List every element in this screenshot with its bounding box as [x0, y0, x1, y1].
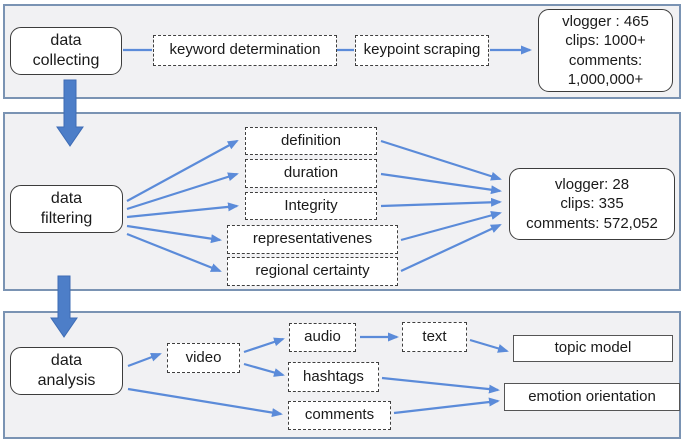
node-audio: audio: [289, 323, 356, 352]
node-keypoint-scraping: keypoint scraping: [355, 35, 489, 66]
node-filtering-result: vlogger: 28 clips: 335 comments: 572,052: [509, 168, 675, 240]
node-representativenes: representativenes: [227, 225, 398, 254]
node-collecting-result: vlogger : 465 clips: 1000+ comments: 1,0…: [538, 9, 673, 92]
node-duration: duration: [245, 159, 377, 188]
node-definition: definition: [245, 127, 377, 155]
node-data-filtering: data filtering: [10, 185, 123, 233]
node-video: video: [167, 343, 240, 373]
node-integrity: Integrity: [245, 192, 377, 220]
node-topic-model: topic model: [513, 335, 673, 362]
node-data-collecting: data collecting: [10, 27, 122, 75]
node-comments: comments: [288, 401, 391, 430]
node-emotion-orientation: emotion orientation: [504, 383, 680, 411]
node-data-analysis: data analysis: [10, 347, 123, 395]
node-keyword-determination: keyword determination: [153, 35, 337, 66]
node-text: text: [402, 322, 467, 352]
node-regional-certainty: regional certainty: [227, 257, 398, 286]
node-hashtags: hashtags: [288, 362, 379, 392]
